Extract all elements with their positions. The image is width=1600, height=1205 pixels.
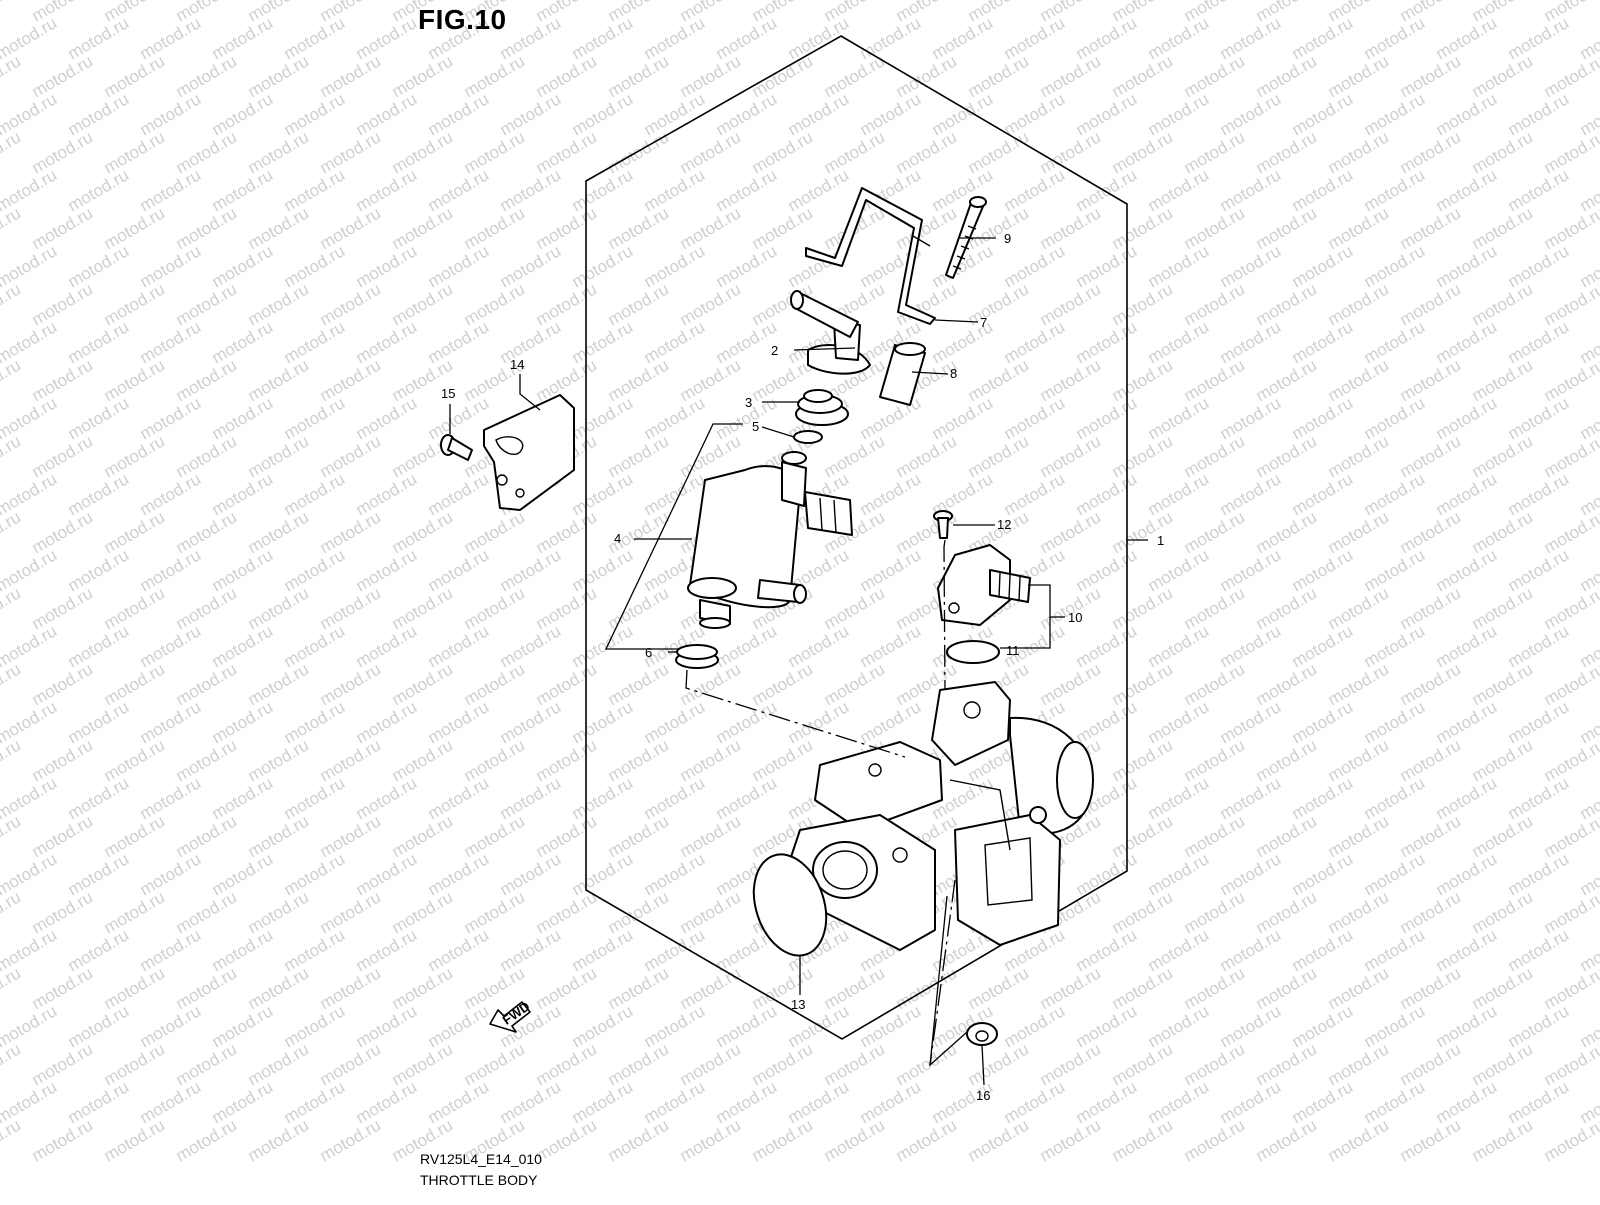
figure-code: RV125L4_E14_010 <box>420 1151 542 1167</box>
callout-6: 6 <box>645 645 652 660</box>
part-6-seal <box>676 645 718 668</box>
callout-10: 10 <box>1068 610 1082 625</box>
callout-4: 4 <box>614 531 621 546</box>
figure-caption: THROTTLE BODY <box>420 1172 537 1188</box>
part-7-bracket <box>806 188 935 324</box>
callout-9: 9 <box>1004 231 1011 246</box>
part-5-o-ring <box>794 431 822 443</box>
part-16-nut <box>967 1023 997 1045</box>
callout-13: 13 <box>791 997 805 1012</box>
callout-12: 12 <box>997 517 1011 532</box>
part-2-hose-joint <box>791 291 870 374</box>
part-15-bolt <box>441 435 472 460</box>
callout-2: 2 <box>771 343 778 358</box>
callout-1: 1 <box>1157 533 1164 548</box>
part-11-o-ring <box>947 641 999 663</box>
callout-16: 16 <box>976 1088 990 1103</box>
part-10-sensor <box>938 545 1030 625</box>
fwd-arrow-icon: FWD <box>490 998 533 1032</box>
part-3-grommet <box>796 390 848 425</box>
callout-5: 5 <box>752 419 759 434</box>
callout-11: 11 <box>1006 643 1020 658</box>
part-14-plate <box>484 395 574 510</box>
part-12-screw <box>934 511 952 538</box>
throttle-body <box>790 682 1093 950</box>
part-8-tube <box>880 343 925 405</box>
callout-7: 7 <box>980 315 987 330</box>
leader-lines <box>450 238 1148 1085</box>
callout-15: 15 <box>441 386 455 401</box>
part-4-valve <box>688 452 852 628</box>
callout-numbers: 1 2 3 4 5 6 7 8 9 10 11 12 13 14 15 16 <box>441 231 1164 1103</box>
callout-3: 3 <box>745 395 752 410</box>
callout-8: 8 <box>950 366 957 381</box>
callout-14: 14 <box>510 357 524 372</box>
